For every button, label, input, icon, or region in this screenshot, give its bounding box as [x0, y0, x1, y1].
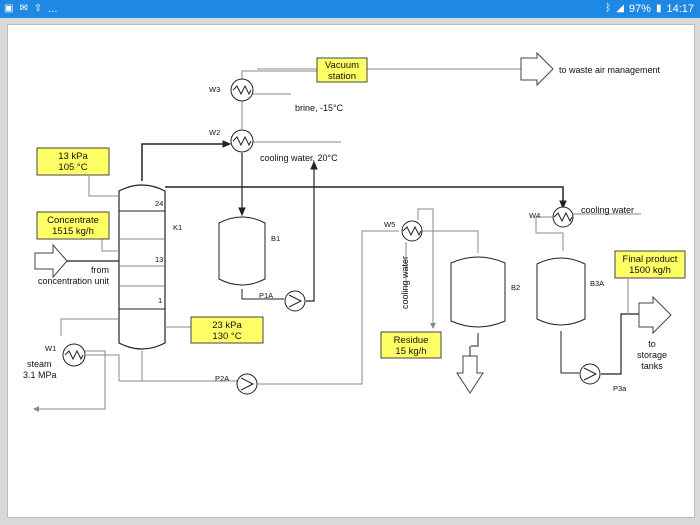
box-concentrate-line2: 1515 kg/h — [52, 226, 94, 237]
box-residue-line1: Residue — [394, 335, 429, 346]
to-storage-line3: tanks — [641, 361, 663, 371]
label-w2: W2 — [209, 128, 220, 137]
bluetooth-icon: ᛒ — [605, 3, 612, 14]
label-p2a: P2A — [215, 374, 229, 383]
cooling-water-w4-label: cooling water — [581, 205, 634, 215]
label-k1: K1 — [173, 223, 182, 232]
label-w3: W3 — [209, 85, 220, 94]
to-storage-line2: storage — [637, 350, 667, 360]
vacuum-station-line1: Vacuum — [325, 60, 359, 71]
label-b2: B2 — [511, 283, 520, 292]
box-23kpa-line2: 130 °C — [212, 331, 241, 342]
cooling-water-w2-label: cooling water, 20°C — [260, 153, 338, 163]
diagram-canvas: Vacuum station to waste air management b… — [7, 24, 695, 518]
box-final-line2: 1500 kg/h — [629, 265, 671, 276]
tray-24-label: 24 — [155, 199, 163, 208]
waste-air-label: to waste air management — [559, 65, 661, 75]
box-13kpa-line1: 13 kPa — [58, 151, 88, 162]
exchanger-w3-shape — [230, 78, 254, 102]
status-ellipsis: ... — [48, 3, 58, 15]
from-unit-line1: from — [91, 265, 109, 275]
from-unit-line2: concentration unit — [38, 276, 110, 286]
label-b1: B1 — [271, 234, 280, 243]
steam-line1: steam — [27, 359, 52, 369]
battery-icon: ▮ — [655, 3, 662, 14]
column-k1-shape — [118, 184, 166, 350]
vessel-b1-shape — [218, 216, 266, 286]
mail-icon: ✉ — [19, 3, 28, 14]
upload-icon: ⇧ — [33, 3, 43, 14]
box-concentrate — [36, 211, 110, 240]
status-bar: ▣ ✉ ⇧ ... ᛒ ◢ 97% ▮ 14:17 — [0, 0, 700, 18]
cooling-water-w5-label: cooling water — [400, 256, 410, 309]
box-final-product — [614, 250, 686, 279]
label-p3a: P3a — [613, 384, 627, 393]
photo-icon: ▣ — [4, 3, 14, 14]
steam-line2: 3.1 MPa — [23, 370, 57, 380]
label-w4: W4 — [529, 211, 540, 220]
box-13kpa-line2: 105 °C — [58, 162, 87, 173]
box-residue — [380, 331, 442, 359]
vessel-b2-shape — [450, 256, 506, 328]
label-w5: W5 — [384, 220, 395, 229]
vacuum-station-box — [316, 57, 368, 83]
label-w1: W1 — [45, 344, 56, 353]
box-final-line1: Final product — [623, 254, 678, 265]
box-23kpa — [190, 316, 264, 344]
clock: 14:17 — [666, 3, 694, 15]
signal-icon: ◢ — [616, 3, 624, 14]
label-p1a: P1A — [259, 291, 273, 300]
tray-13-label: 13 — [155, 255, 163, 264]
tray-1-label: 1 — [158, 296, 162, 305]
vessel-b3a-shape — [536, 257, 586, 326]
box-residue-line2: 15 kg/h — [395, 346, 426, 357]
label-b3a: B3A — [590, 279, 604, 288]
to-storage-line1: to — [648, 339, 656, 349]
vacuum-station-line2: station — [328, 71, 356, 82]
process-flow-diagram: Vacuum station to waste air management b… — [23, 51, 686, 412]
box-23kpa-line1: 23 kPa — [212, 320, 242, 331]
brine-label: brine, -15°C — [295, 103, 344, 113]
battery-level: 97% — [628, 3, 651, 15]
box-13kpa — [36, 147, 110, 176]
exchanger-w2-shape — [230, 129, 254, 153]
box-concentrate-line1: Concentrate — [47, 215, 99, 226]
